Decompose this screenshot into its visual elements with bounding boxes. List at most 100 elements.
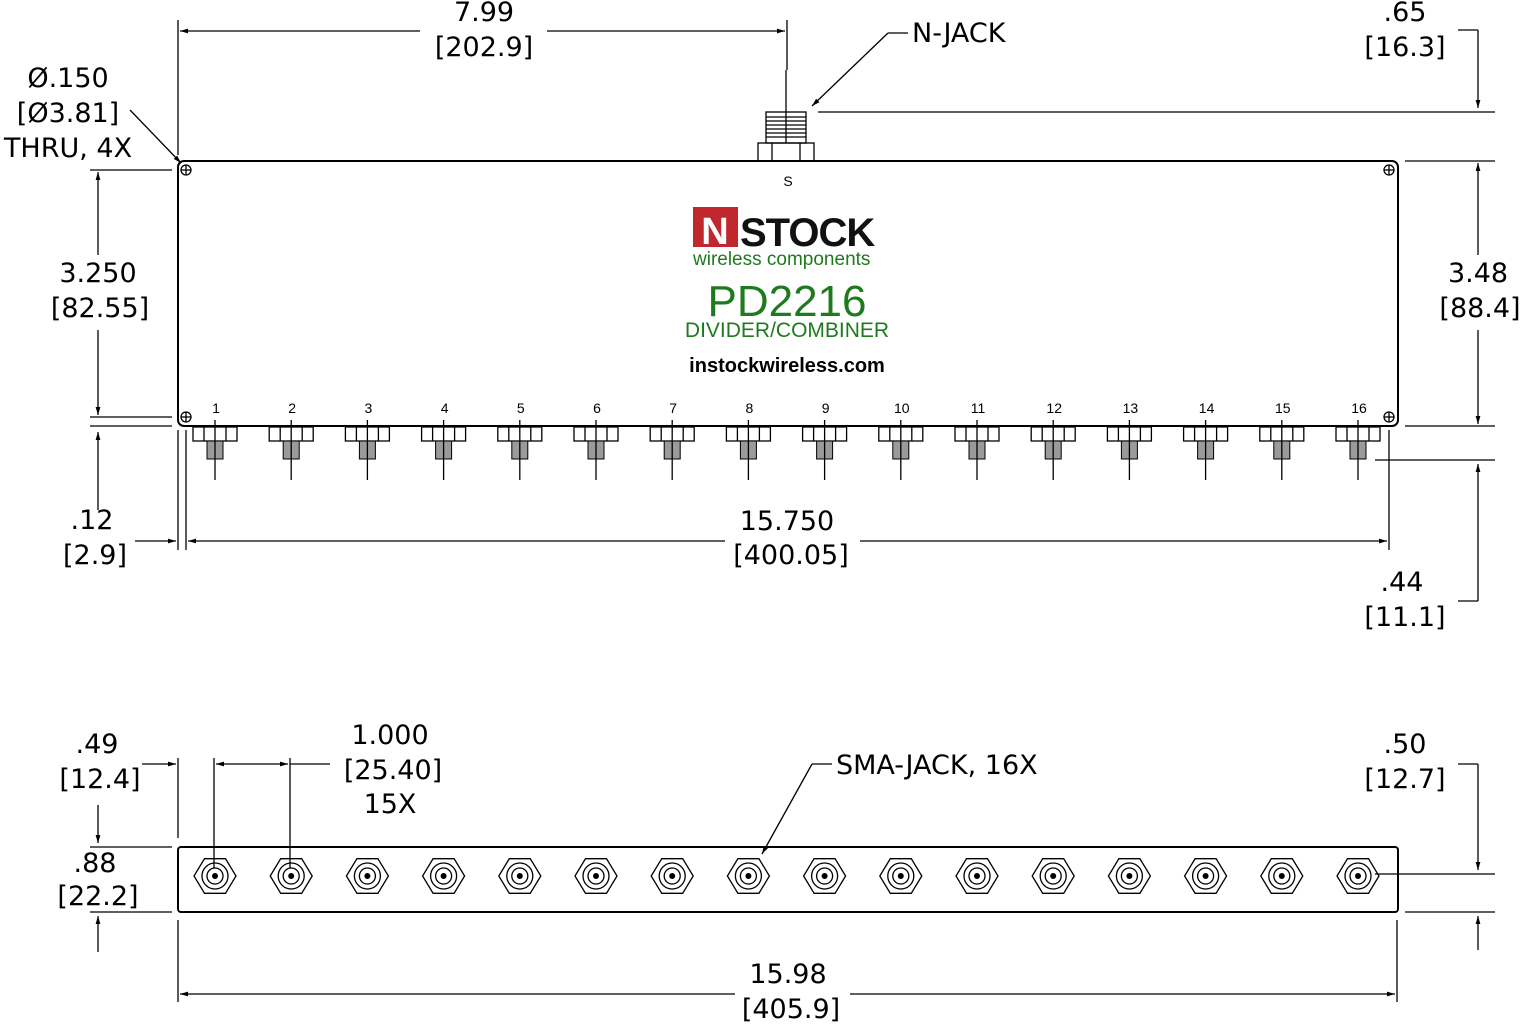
sma-connector-icon xyxy=(420,420,467,480)
dimension-port-pitch: 1.000 [25.40] 15X xyxy=(250,720,442,868)
dim-pitch-mm: [25.40] xyxy=(344,755,442,786)
port-number-label: 5 xyxy=(517,400,525,416)
logo-n-block xyxy=(693,207,738,247)
dimension-body-height: 3.48 [88.4] xyxy=(1405,160,1521,427)
sma-connector-icon xyxy=(344,420,391,480)
sma-connector-icon xyxy=(1106,420,1153,480)
n-jack-connector-icon xyxy=(757,70,815,162)
instock-logo: N STOCK wireless components xyxy=(692,207,876,270)
sma-jack-face-icon xyxy=(1107,858,1152,894)
dim-top-right-in: .65 xyxy=(1384,0,1427,28)
sma-connector-icon xyxy=(878,420,924,480)
dim-body-height-mm: [88.4] xyxy=(1439,293,1520,324)
sma-connector-icon xyxy=(192,420,238,480)
sma-jack-face-icon xyxy=(269,858,313,894)
dim-pitch-count: 15X xyxy=(364,789,417,820)
sma-connector-icon xyxy=(801,420,848,480)
port-number-label: 1 xyxy=(212,400,220,416)
logo-word: STOCK xyxy=(740,211,875,255)
dimension-side-right: .50 [12.7] xyxy=(1364,729,1495,950)
dimension-overall-length: 15.98 [405.9] xyxy=(177,920,1398,1024)
dimension-top-overall: 7.99 [202.9] xyxy=(177,0,788,155)
dimension-thickness: .88 [22.2] xyxy=(57,805,172,952)
part-description: DIVIDER/COMBINER xyxy=(685,319,889,342)
sma-jack-face-icon xyxy=(345,858,390,894)
callout-sma-jack-label: SMA-JACK, 16X xyxy=(836,750,1038,781)
sma-connector-icon xyxy=(1259,420,1305,480)
part-number: PD2216 xyxy=(707,277,866,326)
dim-top-overall-mm: [202.9] xyxy=(435,32,533,63)
sma-jack-face-icon xyxy=(193,858,237,894)
common-port-label: S xyxy=(783,173,792,189)
sma-ports-side xyxy=(193,858,1380,894)
dim-side-right-in: .50 xyxy=(1384,729,1427,760)
dim-pitch-in: 1.000 xyxy=(351,720,428,751)
mounting-hole-icon xyxy=(1383,411,1395,423)
port-number-label: 16 xyxy=(1351,400,1367,416)
sma-jack-face-icon xyxy=(1336,858,1380,894)
port-number-label: 10 xyxy=(894,400,910,416)
callout-n-jack: N-JACK xyxy=(811,18,1007,107)
mounting-hole-icon xyxy=(180,411,192,423)
hole-dia-in: Ø.150 xyxy=(27,63,108,94)
sma-jack-face-icon xyxy=(1260,858,1304,894)
dim-first-port-in: .49 xyxy=(76,729,119,760)
dimension-first-port: .49 [12.4] xyxy=(59,729,250,868)
dim-overall-length-in: 15.98 xyxy=(749,959,826,990)
sma-jack-face-icon xyxy=(955,858,999,894)
dimension-top-right: .65 [16.3] xyxy=(818,0,1495,113)
sma-connector-icon xyxy=(573,420,619,480)
mounting-hole-icon xyxy=(180,164,192,176)
sma-jack-face-icon xyxy=(1183,858,1228,894)
port-number-label: 6 xyxy=(593,400,601,416)
sma-jack-face-icon xyxy=(879,858,923,894)
port-number-label: 14 xyxy=(1199,400,1215,416)
dim-hole-offset-in: .12 xyxy=(71,505,114,536)
dim-side-right-mm: [12.7] xyxy=(1364,764,1445,795)
port-number-label: 11 xyxy=(971,400,986,416)
dim-hole-span-h-in: 15.750 xyxy=(740,506,834,537)
dim-overall-length-mm: [405.9] xyxy=(742,994,840,1024)
port-number-label: 15 xyxy=(1275,400,1291,416)
side-view: .49 [12.4] 1.000 [25.40] 15X SMA-JACK, 1… xyxy=(57,720,1495,1024)
sma-jack-face-icon xyxy=(650,858,694,894)
dim-first-port-mm: [12.4] xyxy=(59,764,140,795)
dimension-hole-span-horizontal: 15.750 [400.05] xyxy=(188,430,1390,571)
port-number-label: 3 xyxy=(365,400,373,416)
callout-mounting-hole: Ø.150 [Ø3.81] THRU, 4X xyxy=(3,63,182,164)
port-number-label: 7 xyxy=(669,400,677,416)
hole-dia-mm: [Ø3.81] xyxy=(17,98,119,129)
dimension-sma-length: .44 [11.1] xyxy=(1364,459,1495,633)
logo-tagline: wireless components xyxy=(692,249,870,270)
callout-n-jack-label: N-JACK xyxy=(912,18,1007,49)
sma-connector-icon xyxy=(954,420,1000,480)
port-number-label: 8 xyxy=(746,400,754,416)
port-number-label: 9 xyxy=(822,400,830,416)
sma-jack-face-icon xyxy=(421,858,466,894)
port-number-label: 2 xyxy=(288,400,296,416)
sma-connector-icon xyxy=(1335,420,1381,480)
sma-connector-icon xyxy=(268,420,314,480)
housing-side-outline xyxy=(177,846,1399,913)
dim-hole-span-v-in: 3.250 xyxy=(59,258,136,289)
top-view: S N STOCK wireless components PD2216 DIV… xyxy=(3,0,1521,633)
hole-note: THRU, 4X xyxy=(3,133,132,164)
port-number-label: 12 xyxy=(1046,400,1062,416)
sma-connector-icon xyxy=(1182,420,1229,480)
sma-connector-icon xyxy=(1030,420,1076,480)
dim-thickness-in: .88 xyxy=(74,848,117,879)
mounting-hole-icon xyxy=(1383,164,1395,176)
sma-connector-icon xyxy=(497,420,543,480)
port-number-label: 4 xyxy=(441,400,449,416)
dim-hole-span-v-mm: [82.55] xyxy=(51,293,149,324)
sma-jack-face-icon xyxy=(726,858,771,894)
dimension-hole-offset: .12 [2.9] xyxy=(63,425,187,571)
website: instockwireless.com xyxy=(689,355,885,377)
dim-thickness-mm: [22.2] xyxy=(57,881,138,912)
dim-top-overall-in: 7.99 xyxy=(454,0,514,28)
sma-connector-icon xyxy=(649,420,695,480)
sma-jack-face-icon xyxy=(1031,858,1075,894)
dim-hole-offset-mm: [2.9] xyxy=(63,540,127,571)
dim-sma-length-mm: [11.1] xyxy=(1364,602,1445,633)
